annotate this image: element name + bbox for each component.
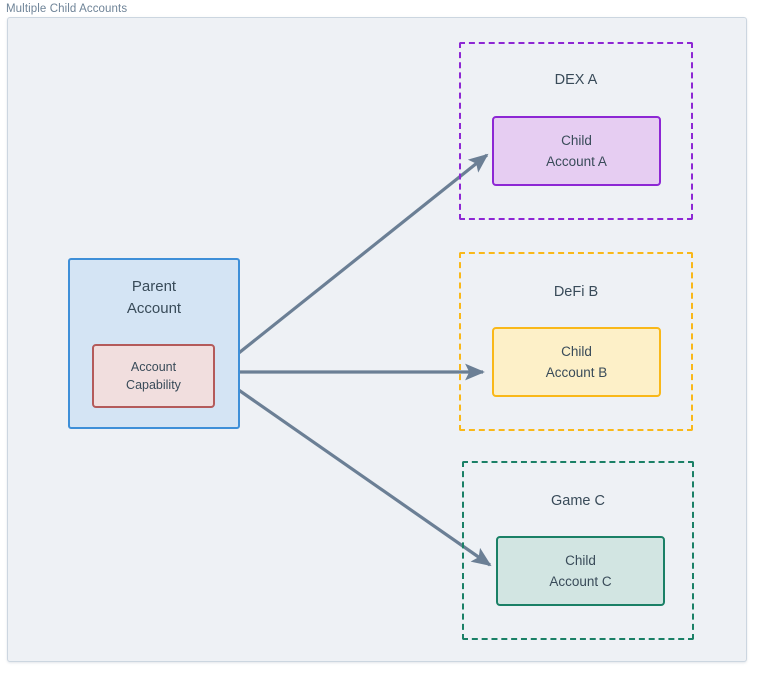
group-dex-a-title: DEX A [554, 72, 598, 88]
child-account-a-node[interactable]: Child Account A [492, 116, 661, 186]
child-account-c-label-line2: Account C [549, 574, 612, 589]
child-account-a-label-line2: Account A [546, 154, 607, 169]
account-capability-label-line2: Capability [126, 378, 181, 392]
child-account-b-node[interactable]: Child Account B [492, 327, 661, 397]
group-defi-b: DeFi B [459, 252, 693, 431]
parent-account-label-line1: Parent [131, 278, 177, 295]
group-game-c-title: Game C [551, 493, 605, 509]
child-account-c-label-line1: Child [565, 553, 596, 568]
diagram-caption: Multiple Child Accounts [6, 3, 128, 15]
group-defi-b-title: DeFi B [553, 284, 599, 300]
account-capability-node[interactable]: Account Capability [92, 344, 215, 408]
child-account-c-node[interactable]: Child Account C [496, 536, 665, 606]
group-dex-a: DEX A [459, 42, 693, 220]
child-account-a-label-line1: Child [561, 133, 592, 148]
child-account-b-label-line1: Child [561, 344, 592, 359]
account-capability-label-line1: Account [130, 360, 177, 374]
group-game-c: Game C [462, 461, 694, 640]
child-account-b-label-line2: Account B [545, 365, 608, 380]
parent-account-label-line2: Account [126, 300, 182, 317]
